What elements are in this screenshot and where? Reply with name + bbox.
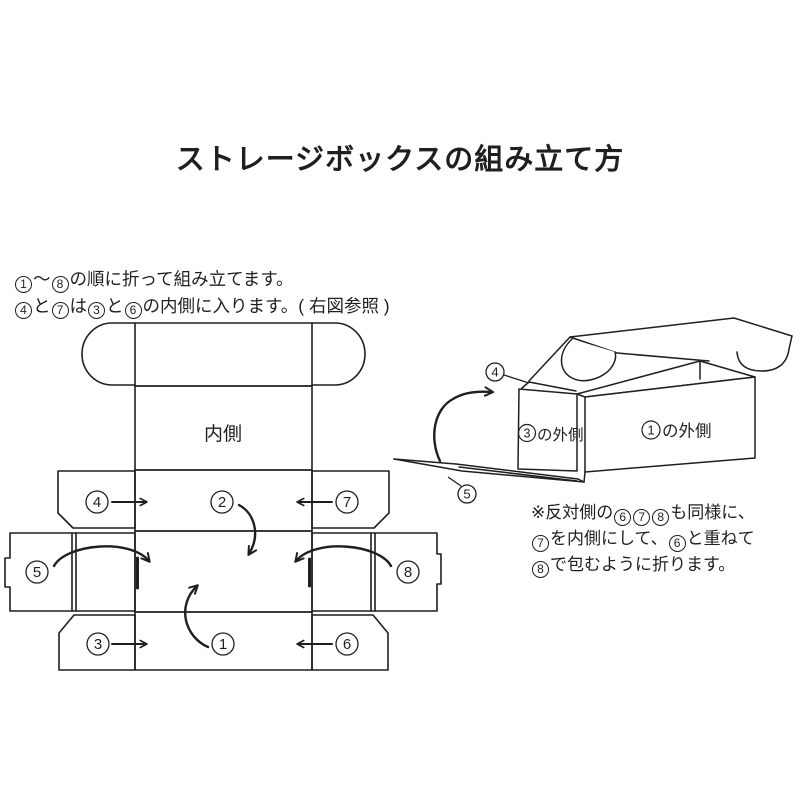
lid-open-outline	[528, 317, 793, 382]
step-number: 2	[218, 494, 226, 511]
arrow-step8	[294, 545, 393, 568]
arrow-step5	[52, 545, 151, 568]
step-marker-4: 4	[85, 490, 109, 514]
label-flap-4: 4	[485, 362, 530, 384]
arrow-step2	[237, 503, 258, 556]
label-number: 1	[647, 423, 654, 438]
ground-flap-edge	[393, 458, 457, 465]
step-circle	[335, 490, 359, 514]
step-circle	[396, 560, 420, 584]
flap-8-piece	[311, 532, 442, 612]
step-circle	[85, 490, 109, 514]
lower-side-panel	[134, 611, 313, 671]
box-bottom-corner	[583, 471, 586, 483]
circled-number: 8	[51, 275, 69, 293]
circled-number: 6	[614, 508, 632, 526]
flat-template-diagram	[4, 322, 442, 671]
fold-arrows	[52, 497, 393, 649]
assembled-box-diagram	[393, 317, 793, 483]
step-number: 3	[94, 636, 102, 653]
label-left-panel: 3 の外側	[517, 423, 584, 444]
lid-open-fill	[529, 318, 792, 381]
circled-number: 7	[633, 508, 651, 526]
step-circle	[210, 490, 234, 514]
label-number: 4	[491, 365, 498, 380]
label-number: 5	[463, 487, 470, 502]
pointer-line	[503, 374, 530, 384]
step-circle	[211, 632, 235, 656]
circled-number: 7	[51, 302, 69, 319]
step-marker-5: 5	[25, 560, 49, 584]
label-text: の外側	[662, 422, 712, 441]
label-front-panel: 1 の外側	[641, 420, 712, 441]
label-text: の外側	[537, 426, 584, 444]
circled-number: 1	[15, 275, 32, 293]
label-circle	[485, 362, 505, 382]
lid-fold-line	[569, 336, 710, 362]
step-marker-6: 6	[335, 632, 359, 656]
box-left-panel	[517, 388, 578, 472]
step-markers: 4 2 7 5 8 3 1	[25, 490, 420, 656]
ground-flap-crease	[455, 463, 579, 480]
step-circle	[335, 632, 359, 656]
lid-right-ear	[311, 322, 366, 386]
step-marker-7: 7	[335, 490, 359, 514]
step-number: 8	[404, 564, 412, 581]
label-circle	[641, 420, 661, 440]
circled-number: 8	[532, 560, 549, 578]
inner-side-label: 内側	[204, 423, 242, 445]
flap4-strip-edge	[528, 381, 577, 392]
step-circle	[25, 560, 49, 584]
step-number: 1	[219, 636, 227, 653]
label-circle	[457, 484, 477, 504]
step-number: 4	[93, 494, 101, 511]
fold-up-arrow	[433, 386, 495, 463]
lid-ear-right	[736, 348, 790, 372]
step-marker-2: 2	[210, 490, 234, 514]
circled-number: 8	[652, 508, 670, 526]
ground-flap-edge	[393, 458, 585, 483]
step-marker-8: 8	[396, 560, 420, 584]
lid-ear-left	[560, 338, 617, 382]
page-title: ストレージボックスの組み立て方	[175, 144, 625, 176]
step-circle	[86, 632, 110, 656]
label-circle	[517, 423, 537, 443]
arrow-step1	[183, 584, 210, 649]
lid-top-panel	[134, 322, 313, 387]
circled-number: 7	[532, 534, 549, 552]
step-number: 6	[343, 636, 351, 653]
label-flap-5: 5	[447, 476, 477, 504]
ground-flap-edge	[577, 478, 585, 483]
flap-5-piece	[4, 532, 136, 612]
step-marker-3: 3	[86, 632, 110, 656]
circled-number: 4	[15, 302, 32, 319]
box-front-panel	[584, 376, 756, 473]
pointer-line	[447, 476, 462, 487]
base-panel	[134, 530, 313, 613]
step-marker-1: 1	[211, 632, 235, 656]
label-number: 3	[524, 427, 531, 441]
ground-flap-crease	[458, 466, 578, 482]
lid-left-ear	[81, 322, 136, 386]
circled-number: 6	[668, 534, 686, 552]
circled-number: 6	[124, 302, 142, 319]
step-number: 5	[33, 564, 41, 581]
step-number: 7	[343, 494, 351, 511]
circled-number: 3	[88, 302, 105, 319]
